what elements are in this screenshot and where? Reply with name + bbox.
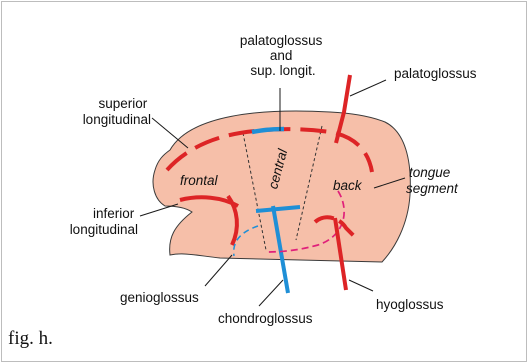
figure-label: fig. h.: [8, 328, 53, 349]
leader-superior-longitudinal: [152, 118, 188, 148]
label-superior-longitudinal: superior longitudinal: [83, 96, 151, 127]
leader-palatoglossus: [350, 80, 386, 96]
label-palatoglossus: palatoglossus: [394, 66, 477, 81]
label-chondroglossus: chondroglossus: [218, 311, 313, 326]
label-inferior-longitudinal: inferior longitudinal: [70, 206, 138, 237]
label-tongue-segment: tongue segment: [406, 165, 459, 196]
label-palatoglossus-longit: palatoglossus and sup. longit.: [240, 33, 326, 78]
leader-hyoglossus: [349, 280, 373, 291]
leader-inferior-longitudinal: [140, 204, 178, 216]
segment-back: back: [333, 178, 363, 193]
label-genioglossus: genioglossus: [120, 290, 199, 305]
label-hyoglossus: hyoglossus: [376, 297, 444, 312]
leader-genioglossus: [205, 255, 232, 286]
segment-frontal: frontal: [180, 173, 219, 188]
leader-chondroglossus: [259, 280, 283, 306]
